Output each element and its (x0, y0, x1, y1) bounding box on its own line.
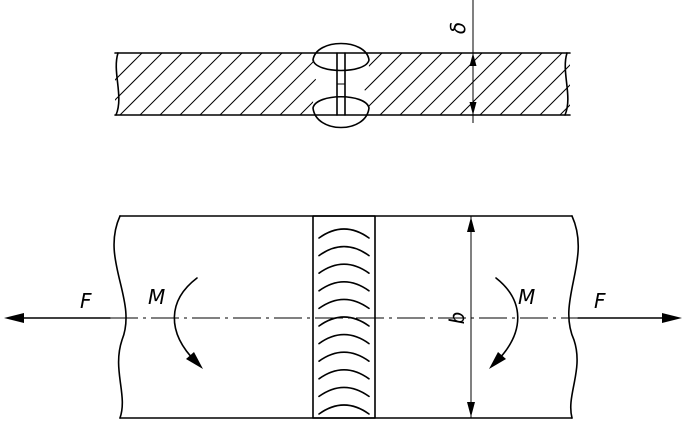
plate-right-break (564, 52, 569, 116)
hatch-line (439, 53, 503, 115)
force-right-label: F (594, 289, 606, 313)
weld-ripple (318, 263, 370, 274)
hatch-line (119, 53, 183, 115)
weld-ripple (318, 245, 370, 257)
hatch-line (179, 53, 243, 115)
weld-bead-bottom (312, 96, 370, 129)
hatch-line (219, 53, 283, 115)
weld-ripple (318, 281, 370, 292)
weld-ripple (318, 351, 370, 362)
thickness-label: δ (446, 22, 470, 34)
hatch-line (620, 53, 682, 115)
section-hatching (115, 53, 687, 115)
moment-left-arc (173, 277, 198, 363)
hatch-line (539, 84, 570, 115)
hatch-line (359, 53, 423, 115)
width-arrow-bottom (467, 402, 475, 417)
hatch-line (559, 104, 570, 115)
weld-ripple (318, 298, 370, 310)
hatch-line (600, 53, 662, 115)
plan-right-break (568, 215, 580, 419)
weld-ripple (318, 404, 370, 415)
weld-ripples (318, 228, 370, 415)
hatch-line (159, 53, 223, 115)
weld-bead-top (312, 42, 370, 72)
weld-ripple (318, 386, 370, 398)
hatch-line (519, 64, 570, 115)
weld-strip (312, 215, 376, 419)
hatch-line (379, 53, 443, 115)
plan-left-break (113, 215, 127, 419)
width-label: b (445, 312, 469, 325)
hatch-line (139, 53, 203, 115)
hatch-line (259, 53, 323, 115)
weld-ripple (318, 333, 370, 345)
moment-right-arrowhead (489, 352, 506, 369)
thickness-arrow-top (469, 53, 477, 66)
moment-left-arrowhead (186, 352, 203, 369)
hatch-line (199, 53, 263, 115)
width-arrow-top (467, 217, 475, 232)
hatch-line (499, 53, 563, 115)
hatch-line (640, 53, 687, 115)
force-right-arrowhead (662, 313, 682, 323)
weld-ripple (318, 369, 370, 380)
plan-view: b F F M M (4, 215, 682, 419)
hatch-line (115, 53, 143, 81)
thickness-arrow-bottom (469, 102, 477, 115)
hatch-line (399, 53, 463, 115)
hatch-line (580, 53, 642, 115)
hatch-line (459, 53, 523, 115)
force-left-arrowhead (4, 313, 24, 323)
plate-left-break (115, 52, 120, 116)
moment-right-label: M (518, 285, 535, 309)
force-left-label: F (80, 289, 92, 313)
hatch-line (479, 53, 543, 115)
weld-ripple (318, 228, 370, 239)
moment-right-arc (495, 277, 519, 363)
section-view: δ (114, 0, 687, 129)
moment-left-label: M (148, 285, 165, 309)
weld-ripple (318, 316, 370, 327)
hatch-line (115, 53, 163, 101)
hatch-line (239, 53, 303, 115)
